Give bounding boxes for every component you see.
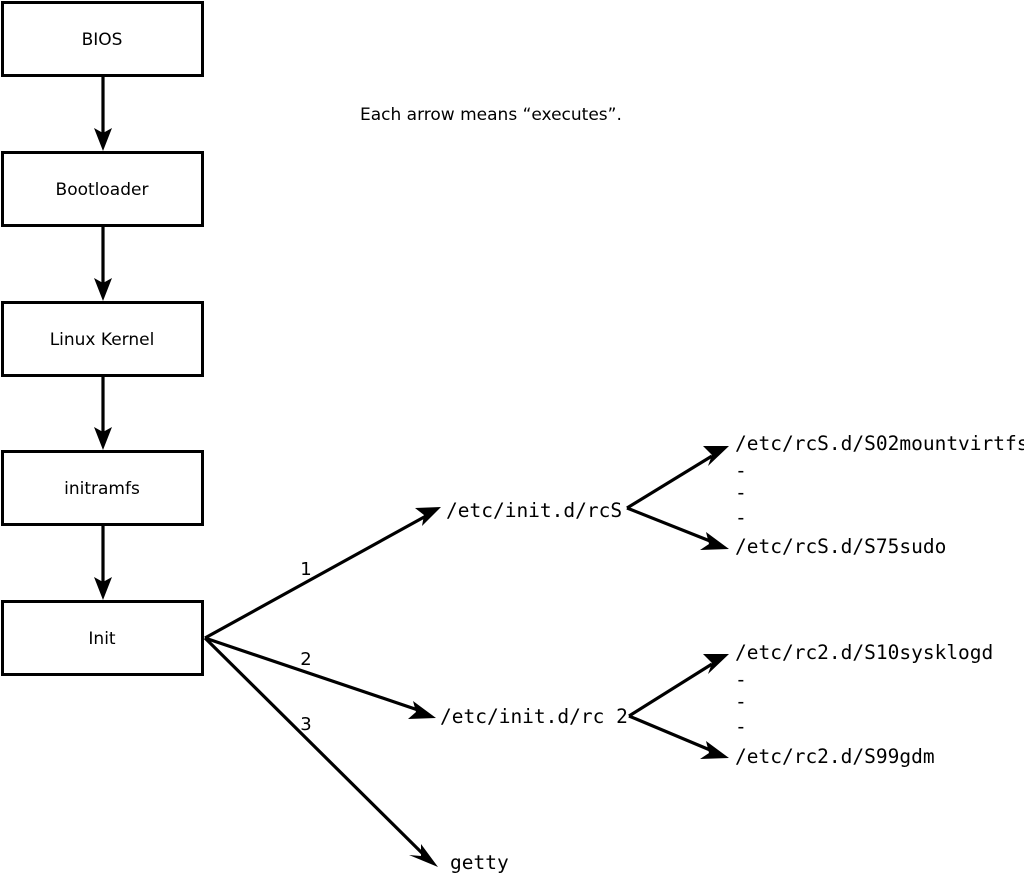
rc2-last-script-label: /etc/rc2.d/S99gdm bbox=[735, 745, 935, 768]
arrow-rcs-to-last-script bbox=[626, 506, 729, 550]
initramfs-label: initramfs bbox=[64, 479, 140, 499]
bootloader-label: Bootloader bbox=[56, 180, 149, 200]
arrow-rc2-to-last-script bbox=[628, 714, 729, 759]
rcs-ellipsis-dash-2: - bbox=[735, 481, 747, 504]
arrow-init-branch-1 bbox=[204, 507, 441, 640]
arrow-kernel-to-initramfs bbox=[94, 376, 112, 450]
rcs-ellipsis-dash-1: - bbox=[735, 459, 747, 482]
branch-label-rc2: /etc/init.d/rc 2 bbox=[440, 705, 628, 728]
arrow-rcs-to-first-script bbox=[626, 446, 729, 510]
rcs-ellipsis-dash-3: - bbox=[735, 506, 747, 529]
node-bios[interactable]: BIOS bbox=[1, 1, 204, 77]
node-bootloader[interactable]: Bootloader bbox=[1, 151, 204, 227]
arrow-bootloader-to-kernel bbox=[94, 226, 112, 301]
init-box[interactable] bbox=[1, 600, 204, 676]
rc2-ellipsis-dash-3: - bbox=[735, 715, 747, 738]
branch-label-getty: getty bbox=[450, 851, 509, 874]
arrow-init-branch-3 bbox=[203, 636, 438, 867]
linux-kernel-box[interactable] bbox=[1, 301, 204, 377]
rc2-ellipsis-dash-2: - bbox=[735, 690, 747, 713]
edge-number-2: 2 bbox=[300, 649, 311, 670]
arrow-initramfs-to-init bbox=[94, 525, 112, 600]
edge-number-1: 1 bbox=[300, 559, 311, 580]
arrow-bios-to-bootloader bbox=[94, 76, 112, 151]
bootloader-box[interactable] bbox=[1, 151, 204, 227]
init-label: Init bbox=[88, 629, 116, 649]
edge-number-3: 3 bbox=[300, 714, 311, 735]
rcs-last-script-label: /etc/rcS.d/S75sudo bbox=[735, 535, 946, 558]
node-initramfs[interactable]: initramfs bbox=[1, 450, 204, 526]
node-linux-kernel[interactable]: Linux Kernel bbox=[1, 301, 204, 377]
arrow-init-branch-2 bbox=[204, 636, 436, 719]
bios-box[interactable] bbox=[1, 1, 204, 77]
initramfs-box[interactable] bbox=[1, 450, 204, 526]
rc2-ellipsis-dash-1: - bbox=[735, 668, 747, 691]
legend-note: Each arrow means “executes”. bbox=[360, 105, 622, 125]
arrow-rc2-to-first-script bbox=[628, 654, 729, 718]
node-init[interactable]: Init bbox=[1, 600, 204, 676]
bios-label: BIOS bbox=[82, 30, 123, 50]
rcs-first-script-label: /etc/rcS.d/S02mountvirtfs bbox=[735, 432, 1024, 455]
branch-label-rcs: /etc/init.d/rcS bbox=[446, 499, 622, 522]
linux-kernel-label: Linux Kernel bbox=[50, 330, 155, 350]
rc2-first-script-label: /etc/rc2.d/S10sysklogd bbox=[735, 641, 993, 664]
